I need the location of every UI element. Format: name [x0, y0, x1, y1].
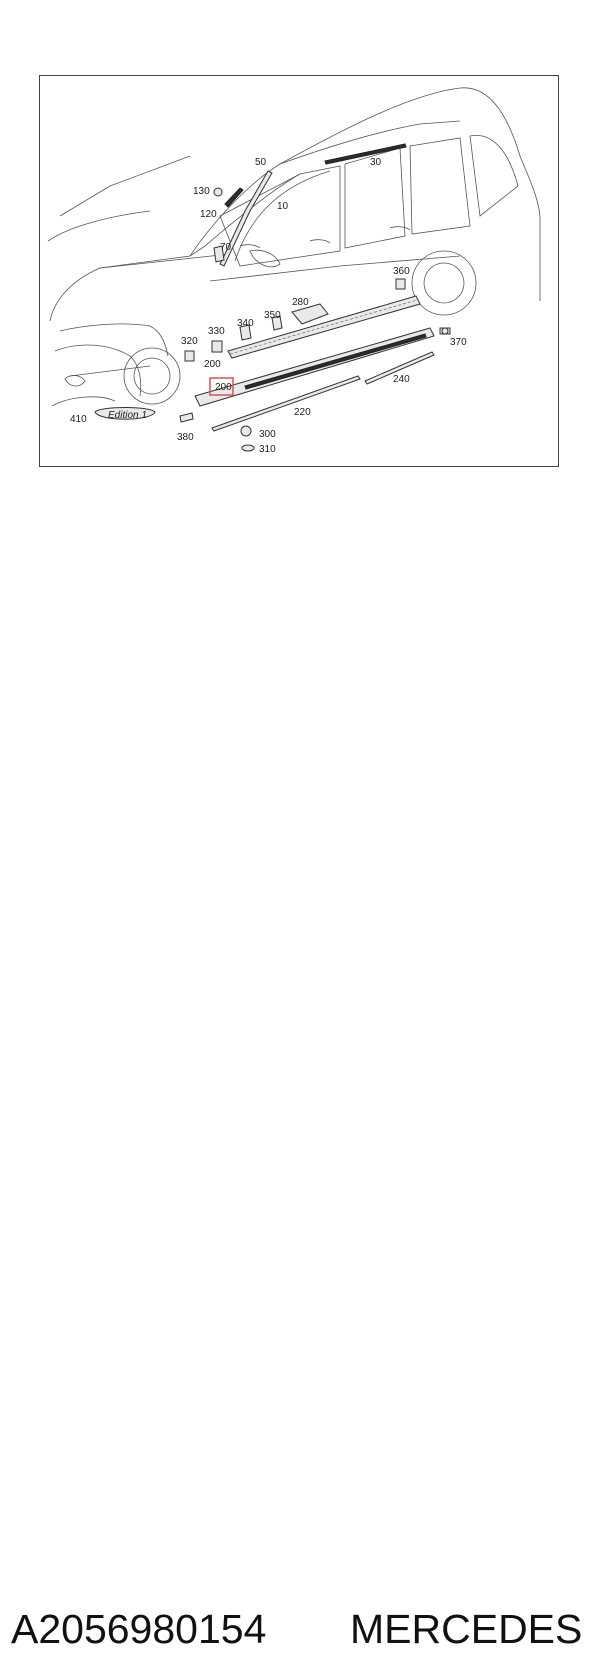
callout-380: 380 [177, 432, 194, 443]
washer-310 [241, 444, 255, 452]
callout-320: 320 [181, 336, 198, 347]
highlight-box [209, 377, 234, 396]
parts-diagram: Edition 1 50 30 130 10 120 70 360 280 35… [47, 87, 541, 455]
callout-200-upper: 200 [204, 359, 221, 370]
clip-130 [213, 187, 223, 197]
trim-strip-220 [211, 375, 361, 432]
part-number: A2056980154 [11, 1606, 267, 1652]
callout-370: 370 [450, 337, 467, 348]
clip-350 [271, 315, 283, 331]
brand-name: MERCEDES [350, 1606, 583, 1652]
callout-310: 310 [259, 444, 276, 455]
callout-340: 340 [237, 318, 254, 329]
callout-30: 30 [370, 157, 382, 168]
parts: Edition 1 [94, 143, 451, 452]
callout-330: 330 [208, 326, 225, 337]
roof-trim-30 [324, 143, 407, 165]
clip-320 [184, 350, 195, 362]
screw-380 [179, 412, 194, 423]
clip-330 [211, 340, 223, 353]
clip-strip-120 [224, 187, 244, 208]
callout-360: 360 [393, 266, 410, 277]
parts-diagram-frame: Edition 1 50 30 130 10 120 70 360 280 35… [39, 75, 559, 467]
callout-10: 10 [277, 201, 289, 212]
clip-360 [395, 278, 406, 290]
car-outline [47, 87, 541, 407]
callout-240: 240 [393, 374, 410, 385]
a-pillar-trim-50 [219, 170, 273, 267]
callout-220: 220 [294, 407, 311, 418]
emblem-410 [94, 407, 156, 420]
callout-130: 130 [193, 186, 210, 197]
callout-410: 410 [70, 414, 87, 425]
callout-200-highlighted: 200 [215, 382, 232, 393]
clip-340 [239, 324, 252, 341]
callouts: 50 30 130 10 120 70 360 280 350 340 330 … [70, 157, 467, 455]
bracket-70 [213, 245, 225, 263]
clip-300 [240, 425, 252, 437]
footer: A2056980154 MERCEDES [0, 800, 600, 1652]
callout-350: 350 [264, 310, 281, 321]
callout-70: 70 [220, 242, 232, 253]
callout-280: 280 [292, 297, 309, 308]
callout-300: 300 [259, 429, 276, 440]
callout-120: 120 [200, 209, 217, 220]
trim-strip-240 [364, 351, 435, 385]
door-frame-seal-10 [234, 170, 331, 262]
callout-50: 50 [255, 157, 267, 168]
bracket-280 [291, 303, 329, 325]
emblem-text: Edition 1 [108, 410, 147, 421]
